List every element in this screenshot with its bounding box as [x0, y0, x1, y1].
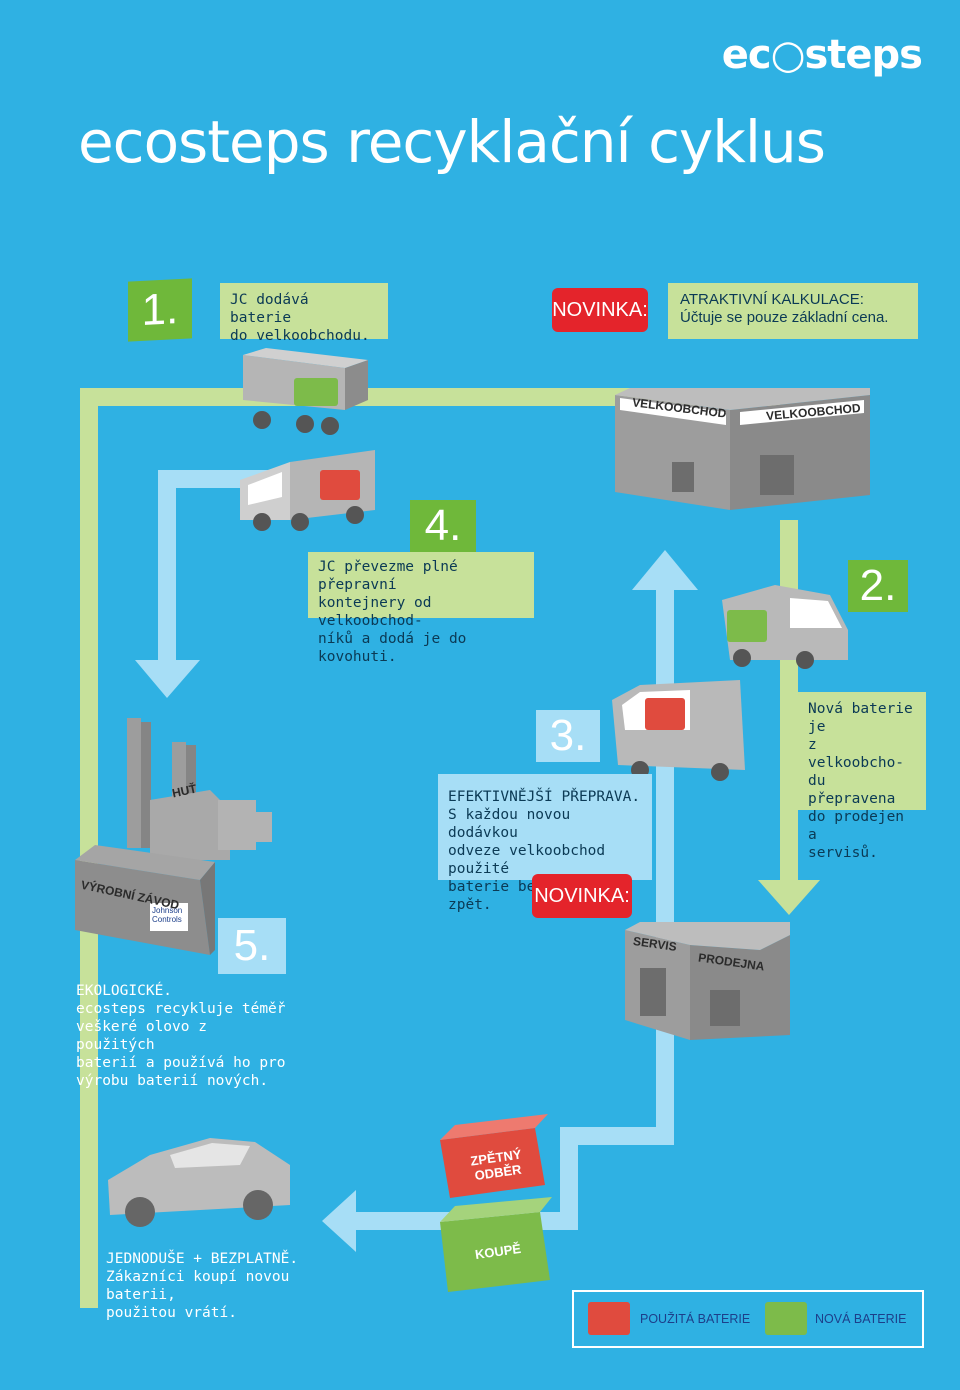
red-battery-icon-truck2 [320, 470, 360, 500]
smelter-building [127, 718, 272, 860]
step3-number: 3. [536, 710, 600, 762]
step1-box: JC dodává baterie do velkoobchodu. [220, 283, 388, 344]
novinka-badge-mid: NOVINKA: [532, 874, 632, 918]
step4-line2: kontejnery od velkoobchod- [318, 595, 432, 629]
legend-new-battery-icon [765, 1302, 807, 1335]
step3-line3: odveze velkoobchod použité [448, 843, 606, 877]
step5-text: EKOLOGICKÉ. ecosteps recykluje téměř veš… [76, 982, 286, 1090]
step4-number: 4. [410, 500, 476, 552]
green-battery-icon-van2 [727, 610, 767, 642]
step1-line1: JC dodává baterie [230, 292, 309, 326]
pricing-box: ATRAKTIVNÍ KALKULACE: Účtuje se pouze zá… [668, 283, 918, 339]
pricing-line1: ATRAKTIVNÍ KALKULACE: [680, 291, 864, 308]
factory-building [75, 845, 215, 955]
ecosteps-logo: ec○steps [721, 32, 923, 78]
factory-sign-line2: Controls [152, 915, 182, 924]
used-battery-large [440, 1114, 548, 1198]
step5-line3: veškeré olovo z použitých [76, 1019, 207, 1053]
legend-used-label: POUŽITÁ BATERIE [640, 1312, 751, 1326]
consumer-car [108, 1138, 290, 1227]
step2-line4: do prodejen a [808, 809, 905, 843]
step1-line2: do velkoobchodu. [230, 328, 370, 344]
step3-line2: S každou novou dodávkou [448, 807, 571, 841]
step3-line1: EFEKTIVNĚJŠÍ PŘEPRAVA. [448, 789, 641, 805]
step5-line5: výrobu baterií nových. [76, 1073, 269, 1089]
step5-line2: ecosteps recykluje téměř [76, 1001, 286, 1017]
legend-used-battery-icon [588, 1302, 630, 1335]
step4-line3: níků a dodá je do kovohuti. [318, 631, 467, 665]
step2-line5: servisů. [808, 845, 878, 861]
shop-building [625, 922, 790, 1040]
factory-sign-line1: Johnson [152, 906, 183, 915]
page-title: ecosteps recyklační cyklus [78, 108, 826, 176]
legend [572, 1290, 924, 1348]
step5-number: 5. [218, 918, 286, 974]
step2-box: Nová baterie je z velkoobcho- du přeprav… [798, 692, 926, 861]
step4-box: JC převezme plné přepravní kontejnery od… [308, 552, 534, 665]
step5-line4: baterií a používá ho pro [76, 1055, 286, 1071]
consumer-line1: JEDNODUŠE + BEZPLATNĚ. [106, 1251, 299, 1267]
step2-line3: du přepravena [808, 773, 896, 807]
step3-box: EFEKTIVNĚJŠÍ PŘEPRAVA. S každou novou do… [438, 774, 652, 913]
step5-line1: EKOLOGICKÉ. [76, 983, 173, 999]
consumer-line2: Zákazníci koupí novou baterii, [106, 1269, 290, 1303]
new-battery-large [440, 1197, 552, 1292]
step2-line1: Nová baterie je [808, 701, 913, 735]
van-step3 [612, 680, 745, 781]
green-battery-icon-truck1 [294, 378, 338, 406]
pricing-line2: Účtuje se pouze základní cena. [680, 309, 889, 326]
step1-number: 1. [128, 278, 192, 342]
consumer-line3: použitou vrátí. [106, 1305, 237, 1321]
step4-line1: JC převezme plné přepravní [318, 559, 458, 593]
novinka-badge-top: NOVINKA: [552, 288, 648, 332]
step2-line2: z velkoobcho- [808, 737, 905, 771]
factory-sign: Johnson Controls [152, 906, 182, 924]
consumer-text: JEDNODUŠE + BEZPLATNĚ. Zákazníci koupí n… [106, 1250, 366, 1322]
step2-number: 2. [848, 560, 908, 612]
wholesale-building [615, 388, 870, 510]
red-battery-icon-van3 [645, 698, 685, 730]
legend-new-label: NOVÁ BATERIE [815, 1312, 907, 1326]
